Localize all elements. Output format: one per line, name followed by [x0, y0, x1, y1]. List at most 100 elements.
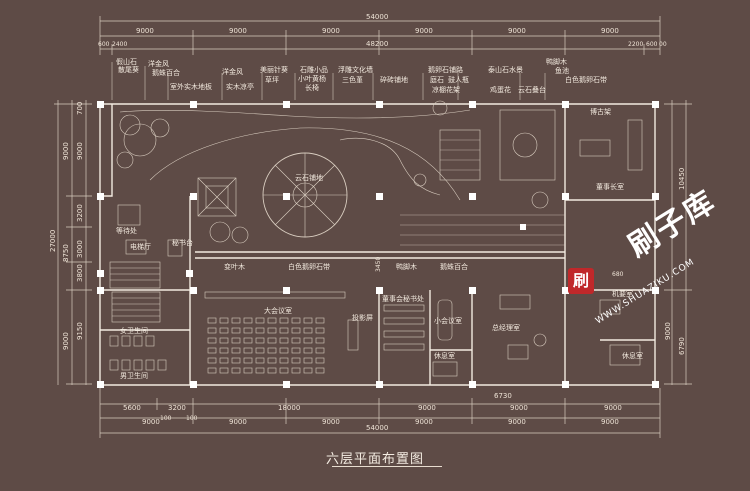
- plan-labels: 假山石 散尾葵 洋金风 鹅蛛百合 室外实木地板 洋金风 实木凉亭 美丽针葵 草坪…: [116, 57, 643, 380]
- dim-right-2: 6790: [678, 337, 686, 355]
- label-jinianshi: 博古架: [590, 107, 611, 116]
- dim-left-8: 3800: [76, 264, 84, 282]
- dim-left-2: 9000: [76, 142, 84, 160]
- dim-bottom-3: 18000: [278, 404, 300, 412]
- dim-bottom-total: 54000: [366, 424, 388, 432]
- label-toupingying: 投影屏: [352, 313, 373, 322]
- dim-bottom-6: 9000: [604, 404, 622, 412]
- label-dongshizhang: 董事长室: [596, 182, 624, 191]
- label-xiuxi-1: 休息室: [434, 351, 455, 360]
- dim-top-6: 9000: [601, 27, 619, 35]
- dim-bottom-6730: 6730: [494, 392, 512, 400]
- dim-left-9: 9150: [76, 322, 84, 340]
- label-jiashan: 假山石: [116, 57, 137, 66]
- label-changyi: 长椅: [305, 83, 319, 92]
- top-dimensions: 54000 9000 9000 9000 9000 9000 9000 4820…: [98, 13, 667, 55]
- board-secretary-desks: [383, 304, 425, 351]
- dim-top-1: 9000: [136, 27, 154, 35]
- dim-bottom-2: 3200: [168, 404, 186, 412]
- chairman-office-furniture: [579, 119, 643, 366]
- dim-right-3: 9000: [664, 322, 672, 340]
- dim-left-6: 3000: [76, 240, 84, 258]
- restroom-fixtures: [109, 335, 167, 371]
- label-sanwei: 散尾葵: [118, 65, 139, 74]
- dim-left-small-1: 600: [98, 41, 110, 48]
- label-jiyaoshi: 机要室: [612, 289, 633, 298]
- dim-top-3: 9000: [322, 27, 340, 35]
- label-dongshihui: 董事会秘书处: [382, 294, 424, 303]
- small-meeting-table: [432, 299, 458, 377]
- dim-bottom-small-1: 100: [160, 415, 172, 422]
- label-bianyemu: 变叶木: [224, 262, 245, 271]
- label-diaosu: 石雕小品: [300, 65, 328, 74]
- label-dahuiyi: 大会议室: [264, 306, 292, 315]
- dim-top-5: 9000: [508, 27, 526, 35]
- dim-bottom-5: 9000: [510, 404, 528, 412]
- dim-left-5: 27000: [49, 230, 57, 252]
- label-d3450: 3450: [375, 257, 382, 272]
- label-gudi: 鼓人瓶: [448, 75, 469, 84]
- large-conference-seating: [204, 291, 359, 374]
- dim-top-4: 9000: [415, 27, 433, 35]
- label-xiaoye: 小叶黄杨: [298, 74, 326, 83]
- dim-bottom2-2: 9000: [229, 418, 247, 426]
- dim-bottom2-6: 9000: [601, 418, 619, 426]
- dim-right-small-2: 600: [646, 41, 658, 48]
- dim-left-7: 8750: [62, 244, 70, 262]
- dim-left-10: 9000: [62, 332, 70, 350]
- label-d680: 680: [612, 271, 624, 278]
- dim-bottom-small-2: 100: [186, 415, 198, 422]
- label-shiwai: 室外实木地板: [170, 82, 212, 91]
- label-zongjingli: 总经理室: [492, 323, 520, 332]
- label-sansedai: 三色堇: [342, 75, 363, 84]
- label-taishan: 泰山石水景: [488, 65, 523, 74]
- bottom-dimensions: 5600 3200 18000 9000 9000 9000 100 100 9…: [99, 388, 661, 438]
- label-yunshipudi: 云石铺地: [295, 173, 323, 182]
- label-xiuxi-2: 休息室: [622, 351, 643, 360]
- watermark-badge: 刷: [568, 268, 594, 294]
- dim-bottom-1: 5600: [123, 404, 141, 412]
- dim-top-2: 9000: [229, 27, 247, 35]
- dim-total-top: 54000: [366, 13, 388, 21]
- rooms-interior: [109, 119, 643, 377]
- garden-area: [116, 100, 565, 257]
- label-nanwei: 男卫生间: [120, 371, 148, 380]
- label-dianti: 电梯厅: [130, 242, 151, 251]
- label-baise-1: 白色鹅卵石带: [565, 75, 607, 84]
- stairs: [109, 261, 161, 323]
- left-dimensions: 700 9000 9000 3200 27000 3000 8750 3800 …: [49, 100, 92, 385]
- right-dimensions: 10450 6790 9000: [664, 100, 692, 385]
- label-meilizhen: 美丽针葵: [260, 65, 288, 74]
- label-liangpeng: 凉棚花架: [432, 85, 460, 94]
- structural-columns: [97, 101, 659, 388]
- dim-bottom2-3: 9000: [322, 418, 340, 426]
- dim-right-1: 10450: [678, 168, 686, 190]
- label-yangjinfeng-1: 洋金风: [148, 59, 169, 68]
- label-baihe-1: 鹅蛛百合: [152, 68, 180, 77]
- dim-bottom2-5: 9000: [508, 418, 526, 426]
- dim-bottom2-4: 9000: [415, 418, 433, 426]
- label-suisui: 碎砖铺地: [380, 75, 408, 84]
- label-yangjinfeng-2: 洋金风: [222, 67, 243, 76]
- label-caoping: 草坪: [265, 75, 279, 84]
- drawing-title: 六层平面布置图: [325, 452, 424, 467]
- label-dengdai: 等待处: [116, 226, 137, 235]
- label-baihe-2: 鹅蛛百合: [440, 262, 468, 271]
- dim-inner-total: 48200: [366, 40, 388, 48]
- label-yajiao: 鸭脚木: [546, 57, 567, 66]
- label-tingshi: 庭石: [430, 75, 444, 84]
- label-jidan: 鸡蛋花: [490, 85, 511, 94]
- dim-left-4: 3200: [76, 204, 84, 222]
- label-yunshi: 云石叠台: [518, 85, 546, 94]
- gm-office-furniture: [499, 294, 547, 360]
- dim-left-3: 9000: [62, 142, 70, 160]
- dim-bottom2-1: 9000: [142, 418, 160, 426]
- label-xiaohuiyi: 小会议室: [434, 316, 462, 325]
- dim-left-small-2: 2400: [112, 41, 127, 48]
- dim-right-small-3: 00: [659, 41, 667, 48]
- label-yuchi: 鱼池: [555, 66, 569, 75]
- callout-leaders: [111, 62, 546, 100]
- title-underline: [332, 466, 442, 467]
- label-shimu: 实木凉亭: [226, 82, 254, 91]
